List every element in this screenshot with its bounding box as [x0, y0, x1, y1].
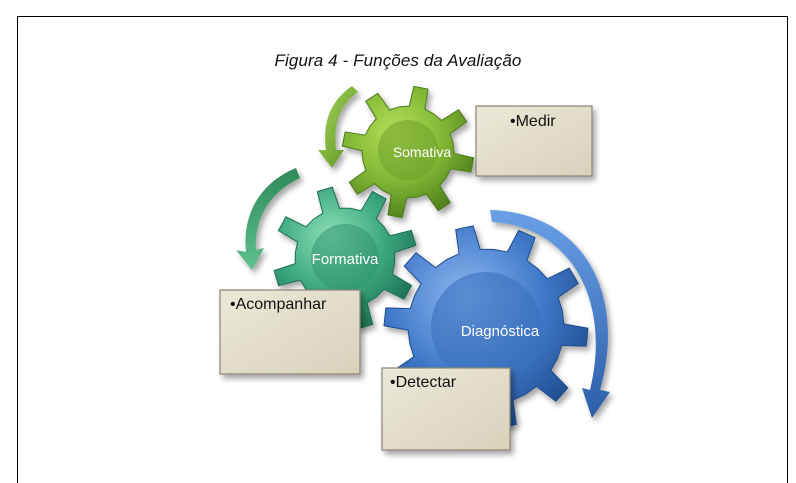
gear-formativa-label: Formativa	[312, 251, 379, 268]
cycle-arrow-diagnostica	[490, 210, 610, 418]
cycle-arrow-formativa	[236, 168, 300, 270]
box-detectar-text: •Detectar	[390, 374, 457, 391]
gear-diagnostica-label: Diagnóstica	[461, 323, 540, 340]
box-acompanhar-text: •Acompanhar	[230, 296, 327, 313]
figure-caption: Figura 4 - Funções da Avaliação	[274, 51, 522, 70]
box-detectar	[381, 367, 511, 451]
box-medir	[475, 105, 593, 177]
box-medir-text: •Medir	[510, 113, 556, 130]
gear-formativa: Formativa	[273, 186, 417, 330]
gear-somativa-label: Somativa	[393, 144, 452, 160]
cycle-arrow-somativa	[318, 86, 358, 168]
figure-frame	[17, 16, 788, 483]
box-acompanhar	[219, 289, 361, 375]
gear-somativa: Somativa	[341, 85, 475, 219]
